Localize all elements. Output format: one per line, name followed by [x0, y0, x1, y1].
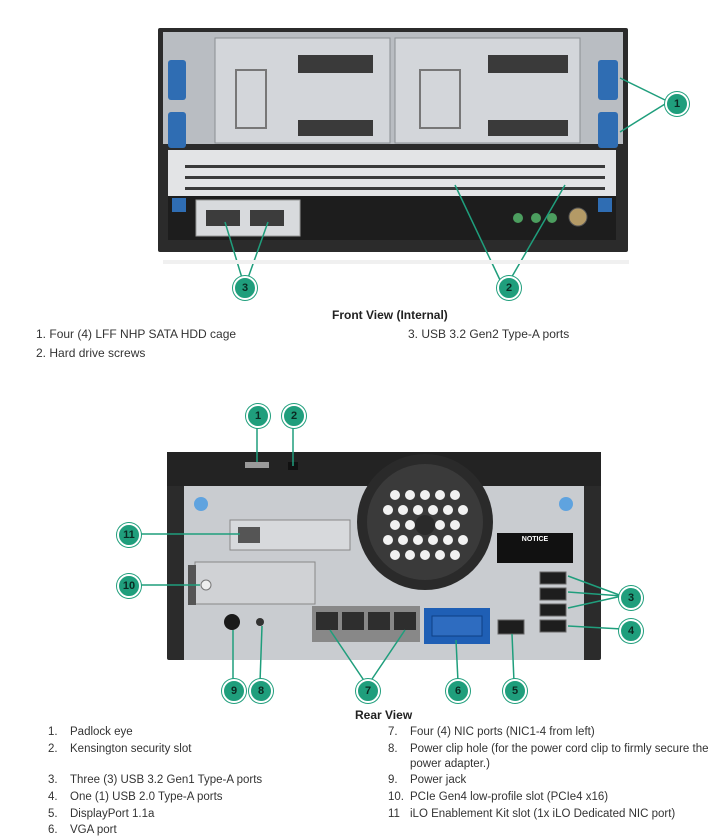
- callout-front-1: 1: [665, 92, 689, 116]
- rear-legend-left-num-1: 1.: [48, 726, 58, 738]
- rear-legend-right-4: 10. PCIe Gen4 low-profile slot (PCIe4 x1…: [388, 790, 723, 804]
- rear-legend-left-6: 6. VGA port: [48, 823, 368, 837]
- rear-legend-left-num-5: 5.: [48, 808, 58, 820]
- rear-legend-right-text-1: Four (4) NIC ports (NIC1-4 from left): [410, 726, 595, 738]
- rear-legend-right-text-2b: power adapter.): [410, 758, 490, 770]
- rear-legend-left-num-3: 3.: [48, 774, 58, 786]
- rear-legend-left-text-6: VGA port: [70, 824, 117, 836]
- callout-rear-8: 8: [249, 679, 273, 703]
- rear-legend-left-text-3: Three (3) USB 3.2 Gen1 Type-A ports: [70, 774, 263, 786]
- rear-legend-right-text-2: Power clip hole (for the power cord clip…: [410, 743, 709, 755]
- rear-legend-left-1: 1. Padlock eye: [48, 725, 368, 739]
- callout-rear-5: 5: [503, 679, 527, 703]
- rear-legend-left-2: 2. Kensington security slot: [48, 742, 368, 756]
- callout-rear-1: 1: [246, 404, 270, 428]
- front-legend-text-3: USB 3.2 Gen2 Type-A ports: [421, 327, 570, 341]
- rear-legend-right-num-1: 7.: [388, 726, 398, 738]
- rear-view-caption: Rear View: [355, 708, 413, 722]
- rear-legend-right-3: 9. Power jack: [388, 773, 723, 787]
- front-view-caption: Front View (Internal): [332, 308, 448, 322]
- rear-legend-right-num-3: 9.: [388, 774, 398, 786]
- notice-label: NOTICE: [521, 536, 549, 543]
- front-legend-item-3: 3. USB 3.2 Gen2 Type-A ports: [408, 327, 569, 341]
- rear-legend-left-num-4: 4.: [48, 791, 58, 803]
- rear-legend-left-text-2: Kensington security slot: [70, 743, 192, 755]
- callout-rear-3: 3: [619, 586, 643, 610]
- callout-rear-7: 7: [356, 679, 380, 703]
- rear-legend-right-num-2: 8.: [388, 743, 398, 755]
- front-legend-text-1: Four (4) LFF NHP SATA HDD cage: [49, 327, 237, 341]
- callout-rear-6: 6: [446, 679, 470, 703]
- callout-rear-4: 4: [619, 619, 643, 643]
- front-legend-num-3: 3.: [408, 327, 419, 341]
- rear-legend-right-5: 11 iLO Enablement Kit slot (1x iLO Dedic…: [388, 807, 723, 821]
- rear-legend-right-2: 8. Power clip hole (for the power cord c…: [388, 742, 723, 756]
- rear-legend-right-text-5: iLO Enablement Kit slot (1x iLO Dedicate…: [410, 808, 676, 820]
- rear-legend-right-text-3: Power jack: [410, 774, 467, 786]
- rear-legend-left-4: 4. One (1) USB 2.0 Type-A ports: [48, 790, 368, 804]
- rear-legend-left-5: 5. DisplayPort 1.1a: [48, 807, 368, 821]
- front-legend-item-2: 2. Hard drive screws: [36, 346, 145, 360]
- rear-legend-right-1: 7. Four (4) NIC ports (NIC1-4 from left): [388, 725, 723, 739]
- front-legend-num-2: 2.: [36, 346, 47, 360]
- rear-legend-right-2b: power adapter.): [388, 757, 723, 771]
- front-legend-num-1: 1.: [36, 327, 47, 341]
- callout-rear-10: 10: [117, 574, 141, 598]
- rear-legend-left-3: 3. Three (3) USB 3.2 Gen1 Type-A ports: [48, 773, 368, 787]
- callout-rear-2: 2: [282, 404, 306, 428]
- rear-legend-left-num-2: 2.: [48, 743, 58, 755]
- rear-legend-left-text-4: One (1) USB 2.0 Type-A ports: [70, 791, 223, 803]
- callout-rear-9: 9: [222, 679, 246, 703]
- callout-front-2: 2: [497, 276, 521, 300]
- callout-front-3: 3: [233, 276, 257, 300]
- rear-legend-left-num-6: 6.: [48, 824, 58, 836]
- rear-legend-left-text-5: DisplayPort 1.1a: [70, 808, 155, 820]
- rear-legend-right-num-5: 11: [388, 808, 400, 820]
- callout-rear-11: 11: [117, 523, 141, 547]
- rear-legend-right-num-4: 10.: [388, 791, 404, 803]
- front-legend-item-1: 1. Four (4) LFF NHP SATA HDD cage: [36, 327, 236, 341]
- rear-legend-right-text-4: PCIe Gen4 low-profile slot (PCIe4 x16): [410, 791, 609, 803]
- rear-legend-left-text-1: Padlock eye: [70, 726, 133, 738]
- front-legend-text-2: Hard drive screws: [49, 346, 146, 360]
